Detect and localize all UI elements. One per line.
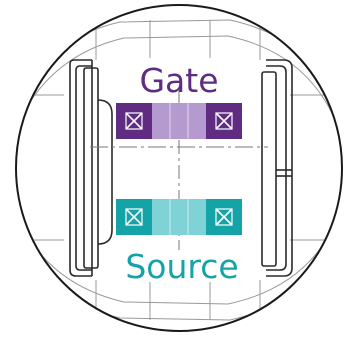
gate-pad bbox=[116, 103, 242, 139]
gate-label: Gate bbox=[139, 61, 218, 100]
source-label: Source bbox=[125, 247, 238, 286]
magnifier-circle bbox=[15, 4, 343, 332]
source-via-right-icon bbox=[215, 208, 233, 226]
gate-via-left-icon bbox=[125, 112, 143, 130]
source-via-left-icon bbox=[125, 208, 143, 226]
source-pad bbox=[116, 199, 242, 235]
right-housing bbox=[261, 59, 293, 277]
gate-via-right-icon bbox=[215, 112, 233, 130]
left-housing bbox=[69, 59, 113, 277]
